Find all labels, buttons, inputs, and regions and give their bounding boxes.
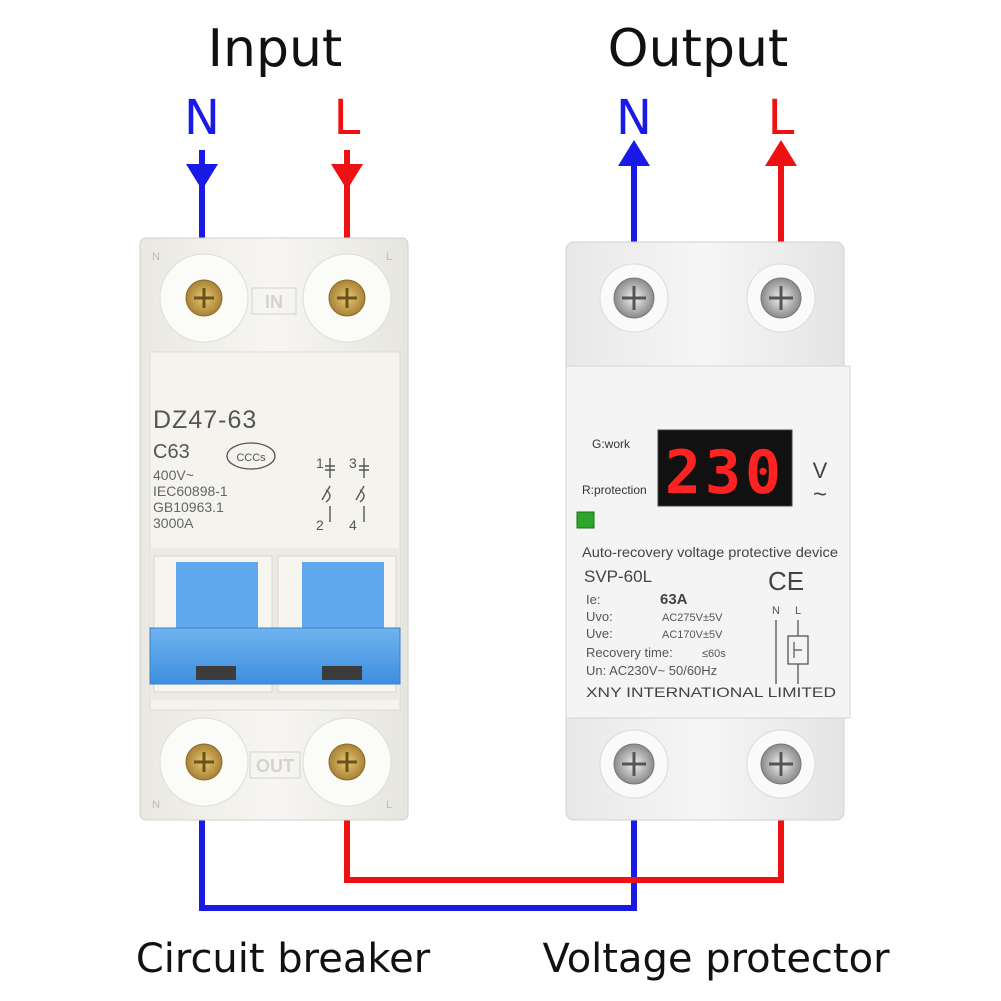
spec-value: AC170V±5V (662, 629, 723, 641)
voltage-reading: 230 (665, 438, 785, 508)
input-heading: Input (208, 19, 343, 79)
neutral-link-wire (199, 820, 637, 911)
breaker-corner-l-top: L (386, 251, 392, 263)
breaker-model: DZ47-63 (153, 406, 257, 434)
protection-indicator-label: R:protection (582, 483, 647, 497)
schematic-n: N (772, 605, 780, 617)
ac-symbol: ~ (813, 481, 827, 508)
relay-coil-icon (787, 635, 809, 665)
protector-model: SVP-60L (584, 567, 652, 586)
down-arrow-icon (331, 164, 363, 190)
breaker-spec: 400V~ (153, 467, 194, 483)
voltage-unit: V (813, 458, 828, 483)
up-arrow-icon (765, 140, 797, 166)
breaker-spec: GB10963.1 (153, 499, 224, 515)
circuit-breaker: N L IN DZ47-63 C63 CCCs 400V~ IEC60898-1… (139, 237, 409, 821)
breaker-lever-left[interactable] (176, 562, 258, 636)
spec-key: Uvo: (586, 609, 613, 624)
breaker-rating: C63 (153, 441, 190, 463)
breaker-in-label: IN (265, 292, 283, 312)
work-indicator-label: G:work (592, 437, 631, 451)
input-live-wire (331, 150, 363, 240)
contact-symbol-icon (321, 458, 335, 522)
voltage-protector-caption: Voltage protector (542, 936, 890, 982)
spec-key: Uve: (586, 626, 613, 641)
spec-key: Ie: (586, 592, 600, 607)
input-l-label: L (334, 90, 361, 146)
down-arrow-icon (186, 164, 218, 190)
terminal-number: 1 (316, 455, 324, 471)
spec-key: Recovery time: (586, 645, 673, 660)
output-live-wire (765, 140, 797, 242)
spec-value: AC275V±5V (662, 612, 723, 624)
protector-manufacturer: XNY INTERNATIONAL LIMITED (586, 684, 836, 700)
breaker-lever-bar[interactable] (149, 627, 401, 685)
breaker-lever-right[interactable] (302, 562, 384, 636)
live-link-wire (344, 820, 784, 883)
terminal-number: 2 (316, 517, 324, 533)
breaker-corner-n-top: N (152, 251, 160, 263)
output-neutral-wire (618, 140, 650, 242)
spec-value: 63A (660, 591, 688, 608)
breaker-corner-l-bottom: L (386, 799, 392, 811)
breaker-corner-n-bottom: N (152, 799, 160, 811)
output-l-label: L (768, 90, 795, 146)
output-n-label: N (616, 90, 652, 146)
status-led (576, 511, 595, 529)
protector-supply: Un: AC230V~ 50/60Hz (586, 663, 717, 678)
terminal-number: 4 (349, 517, 357, 533)
breaker-out-label: OUT (256, 756, 294, 776)
input-neutral-wire (186, 150, 218, 240)
voltage-display (657, 429, 793, 507)
breaker-spec: IEC60898-1 (153, 483, 228, 499)
input-n-label: N (184, 90, 220, 146)
terminal-number: 3 (349, 455, 357, 471)
spec-value: ≤60s (702, 648, 726, 660)
contact-symbol-icon (355, 458, 369, 522)
voltage-protector: G:work R:protection 230 V ~ Auto-recover… (565, 241, 851, 821)
breaker-spec: 3000A (153, 515, 194, 531)
circuit-breaker-caption: Circuit breaker (136, 936, 431, 982)
ce-mark: CE (768, 566, 804, 596)
output-heading: Output (608, 19, 789, 79)
schematic-l: L (795, 605, 801, 617)
relay-symbol-icon (775, 620, 799, 684)
protector-description: Auto-recovery voltage protective device (582, 544, 838, 560)
up-arrow-icon (618, 140, 650, 166)
breaker-cert: CCCs (236, 452, 266, 464)
